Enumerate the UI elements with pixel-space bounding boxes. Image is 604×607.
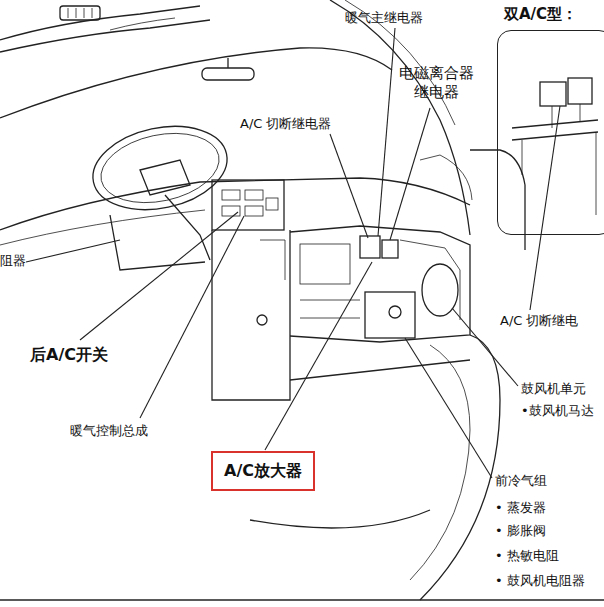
part-label: • 蒸发器 bbox=[495, 500, 546, 516]
control-knob bbox=[266, 198, 278, 210]
part-label: 暖气控制总成 bbox=[70, 423, 148, 439]
rear-view-mirror bbox=[202, 68, 254, 80]
part-label: • 膨胀阀 bbox=[495, 523, 546, 539]
vent-slat bbox=[92, 8, 93, 18]
heater-unit bbox=[290, 226, 470, 342]
part-label: 阻器 bbox=[0, 253, 26, 269]
dash-lower bbox=[110, 215, 205, 270]
part-label: •鼓风机马达 bbox=[521, 403, 594, 419]
leader-line bbox=[405, 338, 492, 478]
part-label: 后A/C开关 bbox=[30, 345, 108, 365]
control-knob bbox=[222, 206, 240, 216]
center-panel bbox=[212, 180, 284, 230]
thermistor bbox=[389, 306, 401, 318]
control-knob bbox=[245, 206, 263, 216]
vent-slat bbox=[76, 8, 77, 18]
unit-line bbox=[300, 318, 360, 319]
relay bbox=[540, 82, 566, 106]
part-label: A/C 切断继电器 bbox=[240, 116, 331, 132]
defroster-vent bbox=[60, 6, 100, 20]
steering-wheel bbox=[94, 123, 225, 213]
heater-core bbox=[300, 244, 350, 284]
blower-housing bbox=[400, 240, 460, 320]
wire-harness bbox=[110, 18, 175, 30]
mirror-stalk bbox=[227, 58, 228, 68]
cooling-unit bbox=[365, 292, 415, 338]
relay bbox=[568, 78, 592, 104]
part-label: 鼓风机单元 bbox=[521, 381, 586, 397]
control-knob bbox=[245, 190, 263, 200]
part-label: 前冷气组 bbox=[495, 473, 547, 489]
part-label: • 鼓风机电阻器 bbox=[495, 573, 585, 589]
wheel-arch bbox=[420, 335, 500, 600]
leader-line bbox=[530, 106, 560, 310]
steering-hub bbox=[140, 160, 190, 195]
leader-line bbox=[390, 108, 430, 240]
bracket-leg bbox=[522, 132, 596, 215]
screw bbox=[257, 315, 267, 325]
relay bbox=[382, 240, 398, 258]
steering-column bbox=[165, 195, 210, 260]
highlight-box: A/C放大器 bbox=[211, 451, 315, 491]
leader-line bbox=[378, 28, 395, 236]
inset-box: 双A/C型： bbox=[497, 30, 604, 235]
a-pillar bbox=[330, 0, 470, 235]
vent-slat bbox=[68, 8, 69, 18]
side-mirror bbox=[420, 155, 472, 200]
dashboard-line bbox=[0, 210, 205, 245]
leader-line bbox=[80, 212, 238, 340]
box-label: 双A/C型： bbox=[504, 5, 577, 24]
duct bbox=[260, 240, 285, 280]
relay bbox=[360, 236, 380, 258]
leader-line bbox=[330, 134, 368, 238]
floor-line bbox=[290, 360, 470, 380]
part-label: 电磁离合器 继电器 bbox=[393, 64, 479, 102]
leader-line bbox=[265, 262, 372, 450]
dashboard-top bbox=[0, 178, 470, 230]
wheel-arch-inner bbox=[410, 345, 470, 580]
part-label: • 热敏电阻 bbox=[495, 548, 559, 564]
part-label: 暖气主继电器 bbox=[345, 10, 423, 26]
box-label: A/C放大器 bbox=[224, 461, 302, 482]
door-line bbox=[250, 510, 430, 528]
a-pillar bbox=[345, 0, 455, 125]
dash-top-edge bbox=[0, 20, 210, 52]
leader-line bbox=[140, 216, 244, 418]
leader-line bbox=[26, 240, 120, 262]
vent-slat bbox=[84, 8, 85, 18]
windshield-edge bbox=[0, 48, 392, 118]
control-knob bbox=[222, 190, 240, 200]
part-label: A/C 切断继电 bbox=[500, 313, 578, 329]
relay-mount bbox=[552, 104, 580, 128]
frame-line bbox=[0, 599, 604, 600]
dash-top-edge bbox=[0, 6, 200, 40]
bracket bbox=[512, 120, 598, 128]
